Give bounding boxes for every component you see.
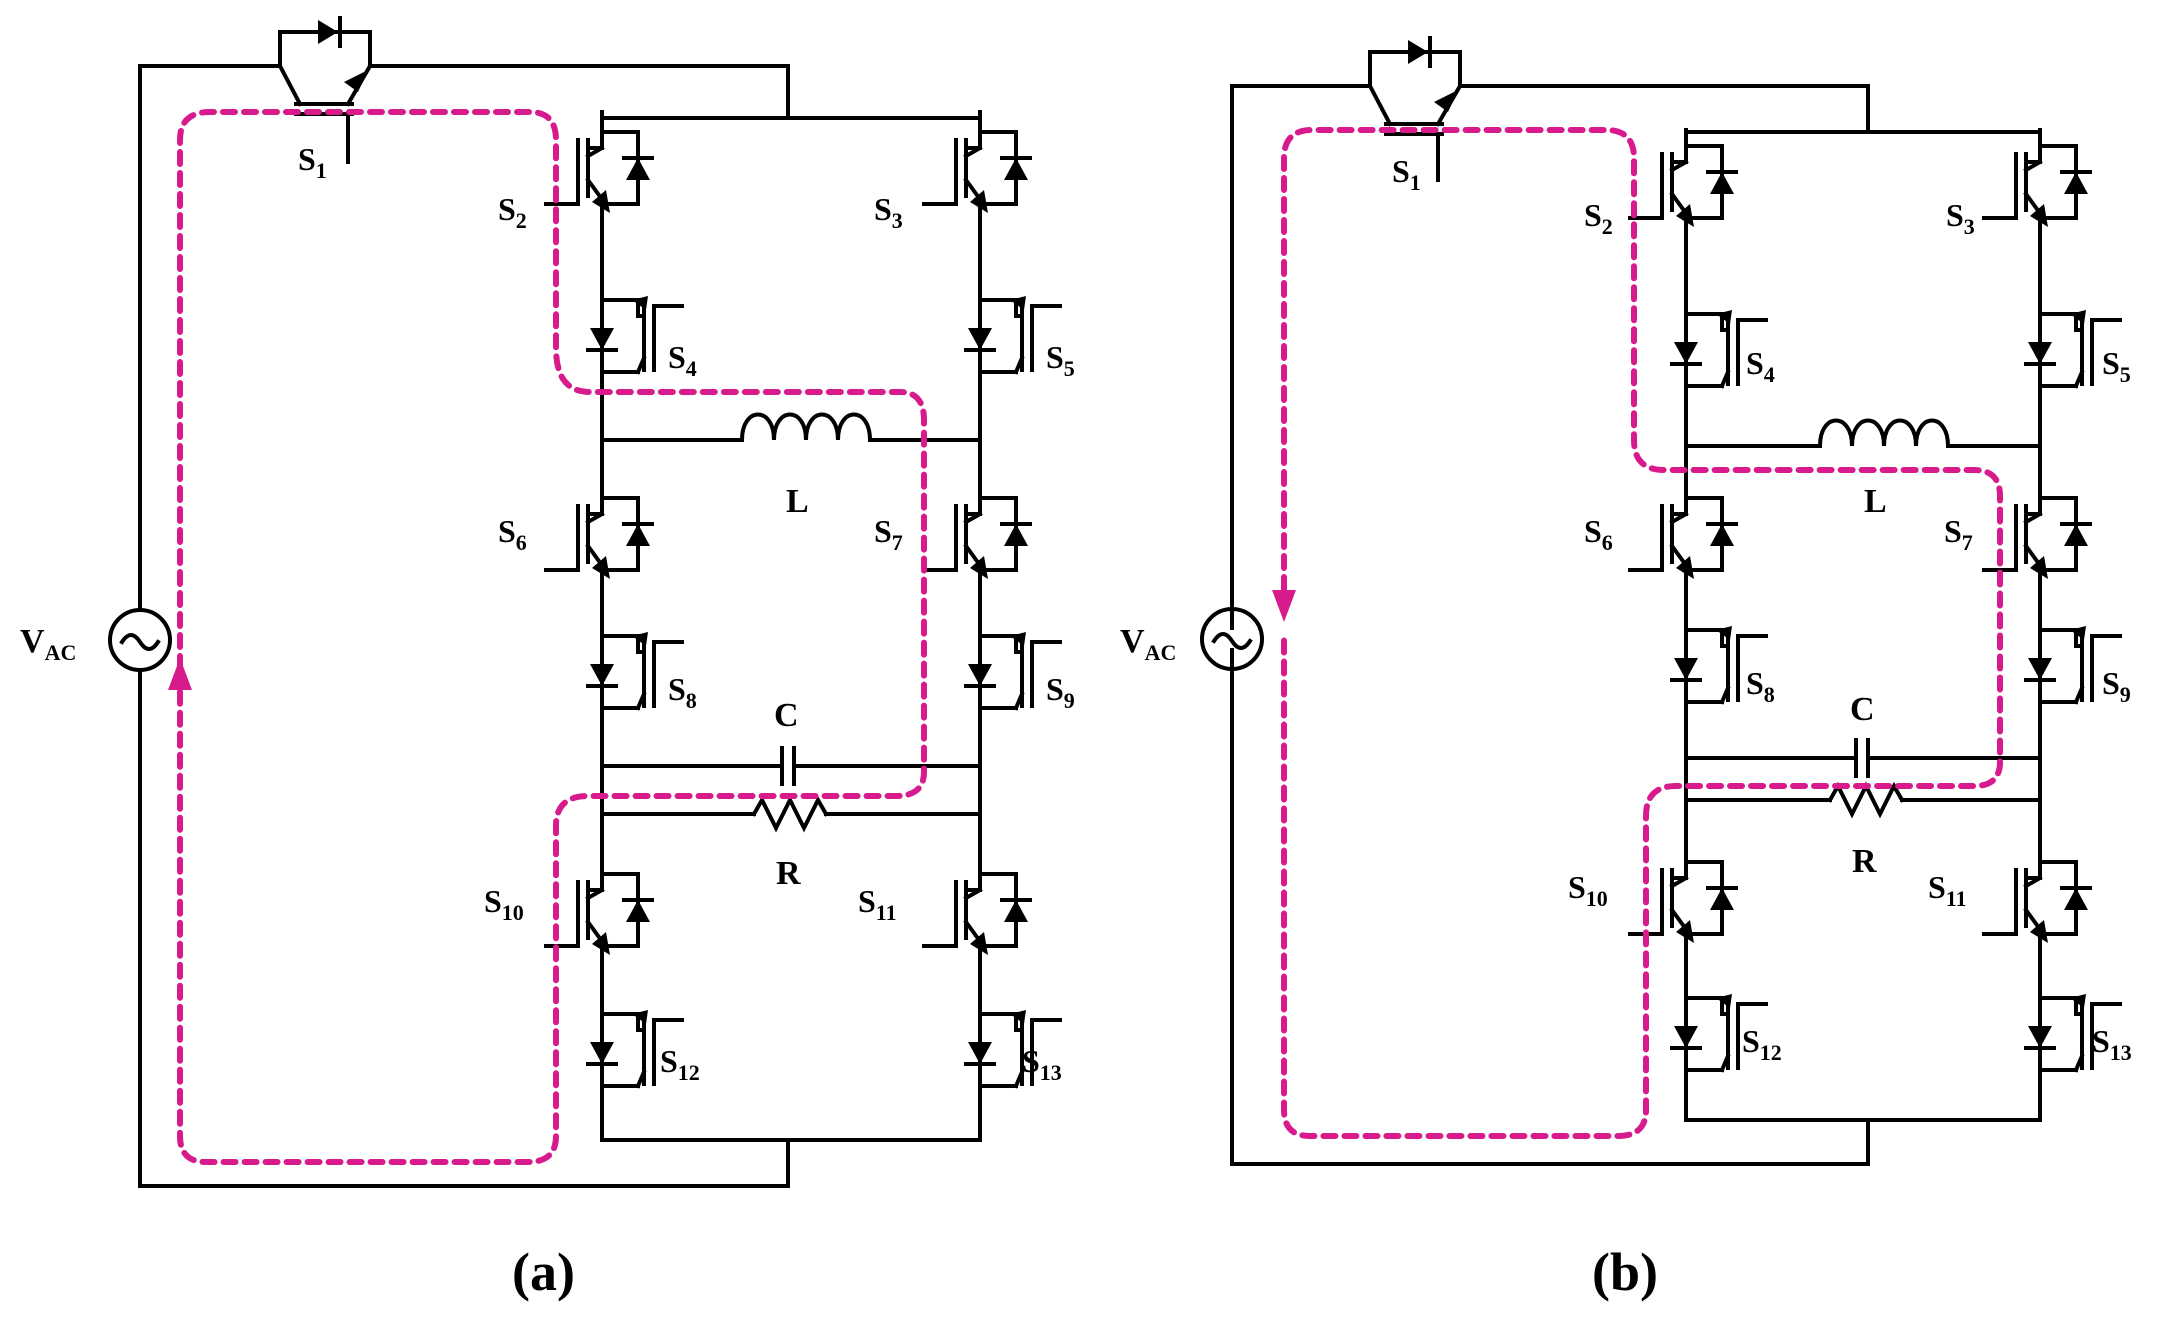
label-s12-b: S12 [1742,1023,1782,1065]
label-c-b: C [1850,691,1875,728]
switch-s1 [277,16,373,164]
switch-s11 [922,858,1032,962]
label-s7-b: S7 [1944,513,1973,555]
label-s10: S10 [484,883,524,925]
panel-b: S1 S2 S3 S4 S5 S6 S7 S8 S9 S10 S11 S12 S… [1120,36,2132,1302]
label-s2: S2 [498,191,527,233]
label-s10-b: S10 [1568,869,1608,911]
label-c: C [774,697,799,734]
current-arrow-a [168,658,192,690]
switch-s1-b [1367,36,1463,182]
switch-s6-b [1628,482,1738,586]
switch-s3 [922,116,1032,220]
label-vac: VAC [20,623,76,665]
label-s5: S5 [1046,339,1075,381]
label-s3: S3 [874,191,903,233]
label-s9: S9 [1046,671,1075,713]
ac-source [108,608,172,672]
switch-s11-b [1982,846,2092,950]
resistor-r-b [1684,781,2042,819]
label-s6-b: S6 [1584,513,1613,555]
switch-s7 [922,482,1032,586]
label-s5-b: S5 [2102,345,2131,387]
label-s7: S7 [874,513,903,555]
capacitor-c-b [1684,738,2042,778]
label-s6: S6 [498,513,527,555]
switch-s2 [544,116,654,220]
label-s13-b: S13 [2092,1023,2132,1065]
switch-s10 [544,858,654,962]
label-s13: S13 [1022,1043,1062,1085]
label-s4-b: S4 [1746,345,1775,387]
current-path-a [177,109,927,1165]
caption-b: (b) [1592,1242,1658,1302]
label-s12: S12 [660,1043,700,1085]
label-s8: S8 [668,671,697,713]
label-s8-b: S8 [1746,665,1775,707]
label-r: R [776,855,801,892]
inductor-l-b [1684,418,2042,449]
label-vac-b: VAC [1120,623,1176,665]
label-l: L [786,483,809,520]
label-s1: S1 [298,141,327,183]
panel-a: S1 S2 S3 S4 S5 S6 S7 S8 S9 S10 S11 S12 S… [20,16,1075,1302]
switch-s3-b [1982,130,2092,234]
current-path-b [1281,127,2003,1139]
current-arrow-b [1272,590,1296,622]
label-s9-b: S9 [2102,665,2131,707]
switch-s2-b [1628,130,1738,234]
resistor-r [600,795,982,833]
ac-source-b [1200,607,1264,671]
label-s11-b: S11 [1928,869,1967,911]
label-r-b: R [1852,843,1877,880]
capacitor-c [600,746,982,786]
switch-s6 [544,482,654,586]
label-s11: S11 [858,883,897,925]
switch-s13 [964,998,1062,1102]
labels-b: S1 S2 S3 S4 S5 S6 S7 S8 S9 S10 S11 S12 S… [1120,153,2132,1302]
label-s3-b: S3 [1946,197,1975,239]
label-s4: S4 [668,339,697,381]
caption-a: (a) [512,1242,575,1302]
label-s2-b: S2 [1584,197,1613,239]
label-l-b: L [1864,483,1887,520]
label-s1-b: S1 [1392,153,1421,195]
